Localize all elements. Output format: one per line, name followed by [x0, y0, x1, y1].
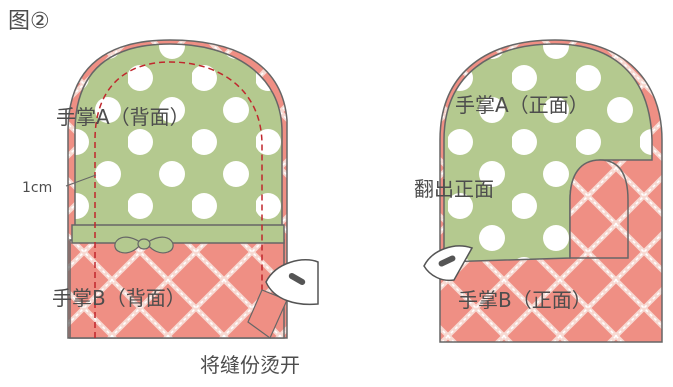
figure-label: 图②	[8, 9, 50, 34]
left-mitt: 1cm 手掌A（背面） 手掌B（背面） 将缝份烫开	[22, 39, 319, 377]
right-mitt: 手掌A（正面） 翻出正面 手掌B（正面）	[414, 39, 663, 343]
thumb-fabric	[569, 159, 629, 259]
palm-b-back-label: 手掌B（背面）	[52, 286, 186, 310]
seam-allowance-leader	[65, 174, 97, 187]
bow-icon	[114, 236, 174, 254]
palm-a-back-label: 手掌A（背面）	[56, 105, 190, 129]
palm-b-front-label: 手掌B（正面）	[458, 288, 592, 312]
palm-a-front-label: 手掌A（正面）	[455, 93, 589, 117]
turn-out-label: 翻出正面	[414, 177, 494, 201]
seam-line	[94, 61, 263, 338]
seam-allowance-label: 1cm	[22, 180, 52, 196]
iron-icon	[423, 245, 474, 282]
cuff-band	[71, 224, 285, 244]
palm-a-fabric	[74, 43, 283, 229]
iron-caption: 将缝份烫开	[200, 353, 300, 377]
iron-icon	[265, 259, 319, 306]
